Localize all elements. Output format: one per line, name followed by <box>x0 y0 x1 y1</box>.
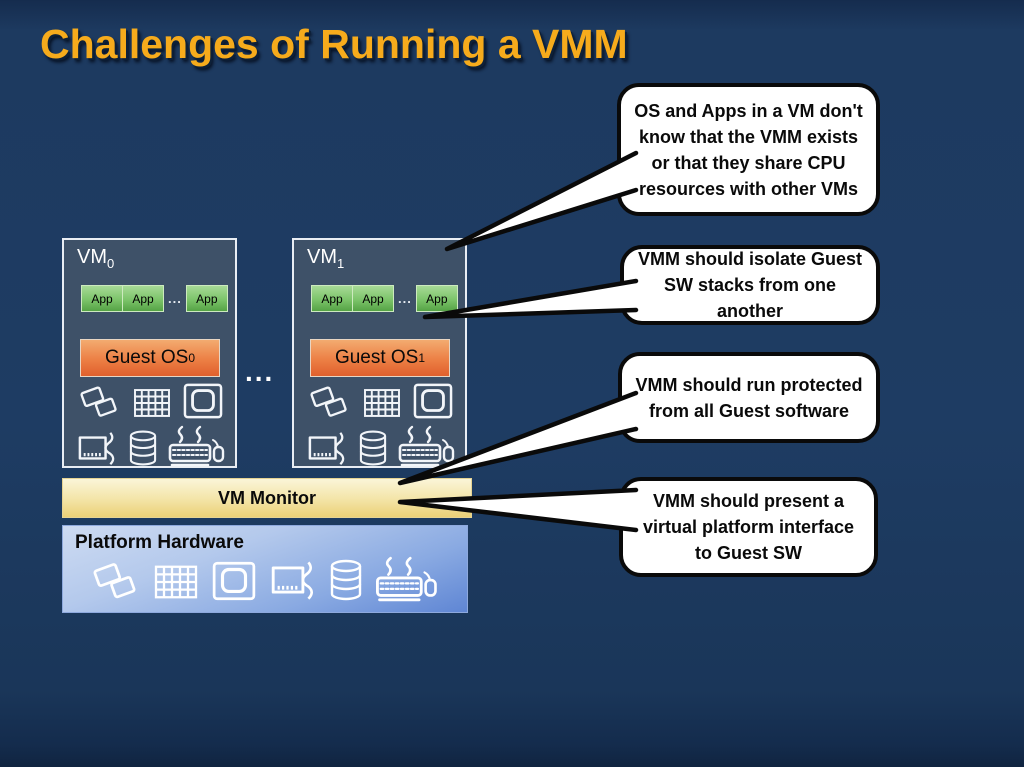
vm1-hardware-icons <box>306 382 468 467</box>
app-box: App <box>311 285 353 312</box>
app-box: App <box>352 285 394 312</box>
database-icon <box>330 559 362 601</box>
memory-grid-icon <box>364 389 400 417</box>
platform-hardware-bar: Platform Hardware <box>62 525 468 613</box>
app-box: App <box>185 285 228 312</box>
platform-hardware-icons <box>89 556 439 602</box>
app-box: App <box>122 285 164 312</box>
vm0-app-row: App App ... App <box>81 285 228 312</box>
chips-icon <box>79 385 118 418</box>
guest-os1-text: Guest OS <box>334 347 419 368</box>
keyboard-mouse-icon <box>168 425 225 467</box>
app-box: App <box>415 285 458 312</box>
monitor-icon <box>413 383 453 419</box>
callout-isolate: VMM should isolate Guest SW stacks from … <box>620 245 880 325</box>
guest-os0-sub: 0 <box>188 351 196 365</box>
app-ellipsis: ... <box>398 291 412 306</box>
callout-protected-text: VMM should run protected from all Guest … <box>635 374 863 421</box>
callout-virtual-interface-text: VMM should present a virtual platform in… <box>642 491 855 563</box>
callout-vm-unaware-text: OS and Apps in a VM don't know that the … <box>634 100 863 199</box>
vm1-label-sub: 1 <box>337 256 345 271</box>
database-icon <box>129 430 157 466</box>
computer-cable-icon <box>78 431 115 466</box>
vm0-hardware-icons <box>76 382 238 467</box>
vm1-app-row: App App ... App <box>311 285 458 312</box>
vm0-label: VM0 <box>77 246 114 271</box>
platform-hardware-label: Platform Hardware <box>75 532 244 553</box>
callout-protected: VMM should run protected from all Guest … <box>618 352 880 443</box>
vm1-label: VM1 <box>307 246 344 271</box>
callout-vm-unaware: OS and Apps in a VM don't know that the … <box>617 83 880 216</box>
vm-ellipsis: ... <box>245 356 275 387</box>
guest-os0-text: Guest OS <box>104 347 189 368</box>
callout-virtual-interface: VMM should present a virtual platform in… <box>619 477 878 577</box>
callout-tail-1 <box>444 150 639 252</box>
chips-icon <box>92 562 137 599</box>
vm0-label-sub: 0 <box>107 256 115 271</box>
computer-cable-icon <box>308 431 345 466</box>
keyboard-mouse-icon <box>376 556 437 602</box>
vm-monitor-label: VM Monitor <box>218 487 316 508</box>
monitor-icon <box>212 561 256 601</box>
computer-cable-icon <box>271 560 314 601</box>
app-box: App <box>81 285 123 312</box>
callout-isolate-text: VMM should isolate Guest SW stacks from … <box>637 249 863 321</box>
chips-icon <box>309 385 348 418</box>
database-icon <box>359 430 387 466</box>
vm0-label-text: VM <box>77 246 107 268</box>
guest-os1-sub: 1 <box>418 351 426 365</box>
app-ellipsis: ... <box>168 291 182 306</box>
memory-grid-icon <box>154 565 198 599</box>
page-title: Challenges of Running a VMM <box>40 21 628 67</box>
monitor-icon <box>183 383 223 419</box>
memory-grid-icon <box>134 389 170 417</box>
vm-monitor-bar: VM Monitor <box>62 478 472 518</box>
vm1-label-text: VM <box>307 246 337 268</box>
keyboard-mouse-icon <box>398 425 455 467</box>
